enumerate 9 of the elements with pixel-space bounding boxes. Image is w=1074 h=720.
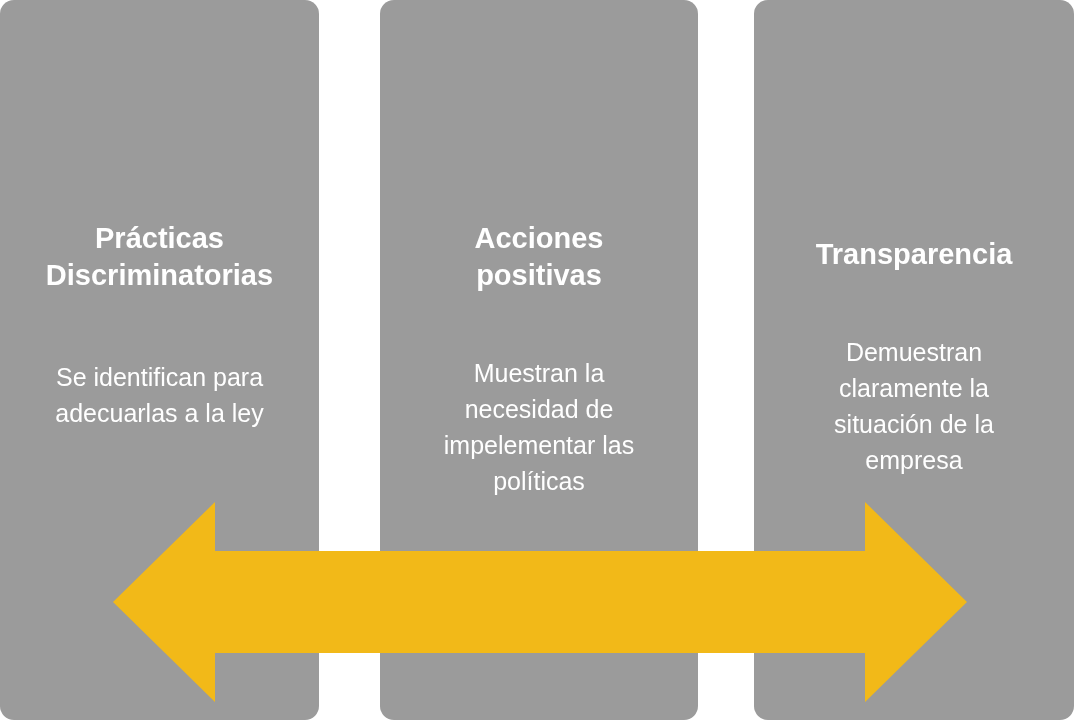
- double-arrow: [113, 502, 967, 702]
- panel-heading: Acciones positivas: [473, 221, 605, 293]
- panel-description: Demuestran claramente la situación de la empresa: [833, 337, 995, 476]
- category-panel: [0, 0, 319, 720]
- panel-description: Muestran la necesidad de impelementar las políticas: [442, 358, 636, 497]
- panel-description: Se identifican para adecuarlas a la ley: [54, 362, 265, 429]
- panel-heading: Transparencia: [814, 237, 1014, 272]
- category-panel: [754, 0, 1074, 720]
- panel-heading: Prácticas Discriminatorias: [44, 221, 275, 293]
